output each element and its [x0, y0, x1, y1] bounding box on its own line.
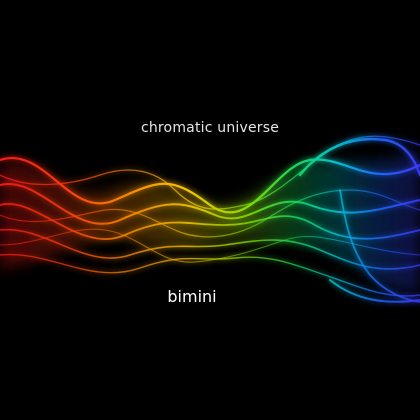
album-title: chromatic universe: [140, 120, 280, 136]
wave-strands: [0, 135, 420, 303]
artist-name: bimini: [167, 287, 217, 306]
wave-glow-band: [0, 150, 420, 292]
